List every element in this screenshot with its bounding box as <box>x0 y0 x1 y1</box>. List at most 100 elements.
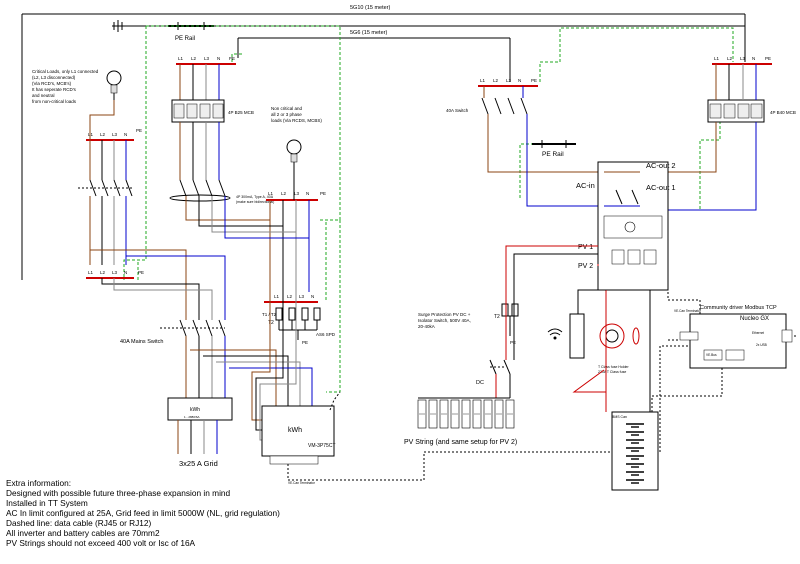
grid-kwh-label: kWh <box>190 407 200 413</box>
busbar-40a-switch: L1 L2 L3 N PE <box>478 78 538 87</box>
ve-can-term-label: VE.Can Terminator <box>674 309 702 313</box>
switch-40a-label: 40A Switch <box>446 108 469 113</box>
nucleo-gx <box>679 313 787 369</box>
busbar-b25-top: L1 L2 L3 N PE <box>176 56 236 65</box>
svg-text:loads (Via RCDS, MCBS): loads (Via RCDS, MCBS) <box>271 118 322 123</box>
ethernet-icon <box>781 329 793 343</box>
pv-spd-pe: PE <box>510 340 516 345</box>
grid-label: 3x25 A Grid <box>179 459 218 468</box>
info-line: All inverter and battery cables are 70mm… <box>6 528 160 538</box>
ve-bus-label: VE.Bus <box>706 353 717 357</box>
svg-text:L3: L3 <box>506 78 512 83</box>
svg-text:PE: PE <box>136 128 142 133</box>
ac-out-2-label: AC-out 2 <box>646 161 676 170</box>
svg-text:L2: L2 <box>100 132 106 137</box>
extra-information: Extra information: Designed with possibl… <box>6 478 306 548</box>
info-line: PV Strings should not exceed 400 volt or… <box>6 538 196 548</box>
pe-rail-top-label: PE Rail <box>175 36 195 42</box>
b25-mcb <box>171 99 225 123</box>
critical-busbar-bottom: L1 L2 L3 N PE <box>86 270 144 279</box>
svg-text:N: N <box>217 56 220 61</box>
svg-text:L2: L2 <box>727 56 733 61</box>
svg-text:L3: L3 <box>294 191 300 196</box>
vm-kwh-label: kWh <box>288 427 302 434</box>
svg-text:225A T Class fuse: 225A T Class fuse <box>598 370 626 374</box>
svg-text:L1: L1 <box>268 191 274 196</box>
svg-text:L2: L2 <box>281 191 287 196</box>
svg-text:Critical Loads, only L1 connec: Critical Loads, only L1 connected <box>32 69 99 74</box>
vm-meter <box>261 405 335 465</box>
svg-text:Surge Protection PV DC +: Surge Protection PV DC + <box>418 312 471 317</box>
svg-text:L3: L3 <box>299 294 305 299</box>
svg-text:and neutral: and neutral <box>32 93 55 98</box>
svg-text:L1: L1 <box>178 56 184 61</box>
grid-wires <box>177 420 218 454</box>
info-heading: Extra information: <box>6 478 72 488</box>
inverter-charger <box>597 161 669 291</box>
b25-to-rcd-wires <box>179 122 220 180</box>
pv2-label: PV 2 <box>578 263 593 270</box>
vm-model-label: VM-3P75CT <box>308 443 336 449</box>
b40-mcb <box>707 99 765 123</box>
busbar-b40-top: L1 L2 L3 N PE <box>712 56 772 65</box>
svg-text:L3: L3 <box>112 132 118 137</box>
svg-text:L3: L3 <box>740 56 746 61</box>
info-line: Dashed line: data cable (RJ45 or RJ12) <box>6 518 152 528</box>
svg-text:L2: L2 <box>493 78 499 83</box>
svg-text:PE: PE <box>138 270 144 275</box>
pv-spd-t2: T2 <box>494 314 500 320</box>
pe-rail-right <box>532 140 576 148</box>
rcd-note: 4P 300mA, Type A, 40A (make sure bidirec… <box>236 195 274 204</box>
info-line: Designed with possible future three-phas… <box>6 488 231 498</box>
pv-string-panels <box>417 397 515 429</box>
svg-text:L3: L3 <box>204 56 210 61</box>
svg-text:from non-critical loads: from non-critical loads <box>32 99 77 104</box>
mains-switch-label: 40A Mains Switch <box>120 339 163 345</box>
community-driver-label: Community driver Modbus TCP <box>700 305 777 311</box>
cable-5g6 <box>237 37 511 82</box>
meter-wires <box>185 290 313 441</box>
info-line: Installed in TT System <box>6 498 88 508</box>
critical-busbar-top: L1 L2 L3 N PE <box>86 128 142 141</box>
cable-5g10-label: 5G10 (15 meter) <box>350 5 391 11</box>
svg-text:L2: L2 <box>191 56 197 61</box>
svg-text:N: N <box>311 294 314 299</box>
battery-cells <box>626 423 644 484</box>
b25-mcb-label: 4P B25 MCB <box>228 110 254 115</box>
spd-t1t2-label: T1 / T2 <box>262 312 277 317</box>
spd-pe-label: PE <box>302 340 308 345</box>
main-rcd <box>169 179 231 202</box>
critical-load-lamp-icon <box>106 70 122 100</box>
switch-40a-wires <box>483 86 604 207</box>
ethernet-label: Ethernet <box>752 331 764 335</box>
svg-text:T Class fuse Holder: T Class fuse Holder <box>598 365 630 369</box>
svg-text:L1: L1 <box>88 270 94 275</box>
battery-temp-note: T Class fuse Holder 225A T Class fuse <box>598 365 630 374</box>
svg-text:N: N <box>124 132 127 137</box>
svg-text:4P 300mA, Type A, 40A: 4P 300mA, Type A, 40A <box>236 195 274 199</box>
svg-text:N: N <box>752 56 755 61</box>
ve-can-term2-label: VE.Can Terminator <box>288 481 316 485</box>
svg-text:PE: PE <box>765 56 771 61</box>
ground-symbol <box>112 20 128 32</box>
bms-can-label: BMS Can <box>612 415 627 419</box>
cable-5g10 <box>21 13 746 280</box>
svg-text:(make sure bidirectional): (make sure bidirectional) <box>236 200 274 204</box>
svg-text:PE: PE <box>531 78 537 83</box>
svg-text:Non critical and: Non critical and <box>271 106 303 111</box>
ac-in-label: AC-in <box>576 181 595 190</box>
svg-text:L1: L1 <box>274 294 280 299</box>
critical-rcd-switch <box>78 179 133 265</box>
svg-text:(Via RCD's, MCB's): (Via RCD's, MCB's) <box>32 81 72 86</box>
vm-data-cable <box>287 345 690 481</box>
pv-input-wires <box>505 245 599 300</box>
pe-rail-right-label: PE Rail <box>542 151 564 158</box>
pv-string-label: PV String (and same setup for PV 2) <box>404 439 517 446</box>
svg-text:all 2 or 3 phase: all 2 or 3 phase <box>271 112 302 117</box>
svg-text:L1: L1 <box>88 132 94 137</box>
svg-text:N: N <box>124 270 127 275</box>
svg-text:N: N <box>306 191 309 196</box>
mains-switch <box>160 319 226 337</box>
pv1-label: PV 1 <box>578 244 593 251</box>
critical-feed-wires <box>89 100 127 180</box>
